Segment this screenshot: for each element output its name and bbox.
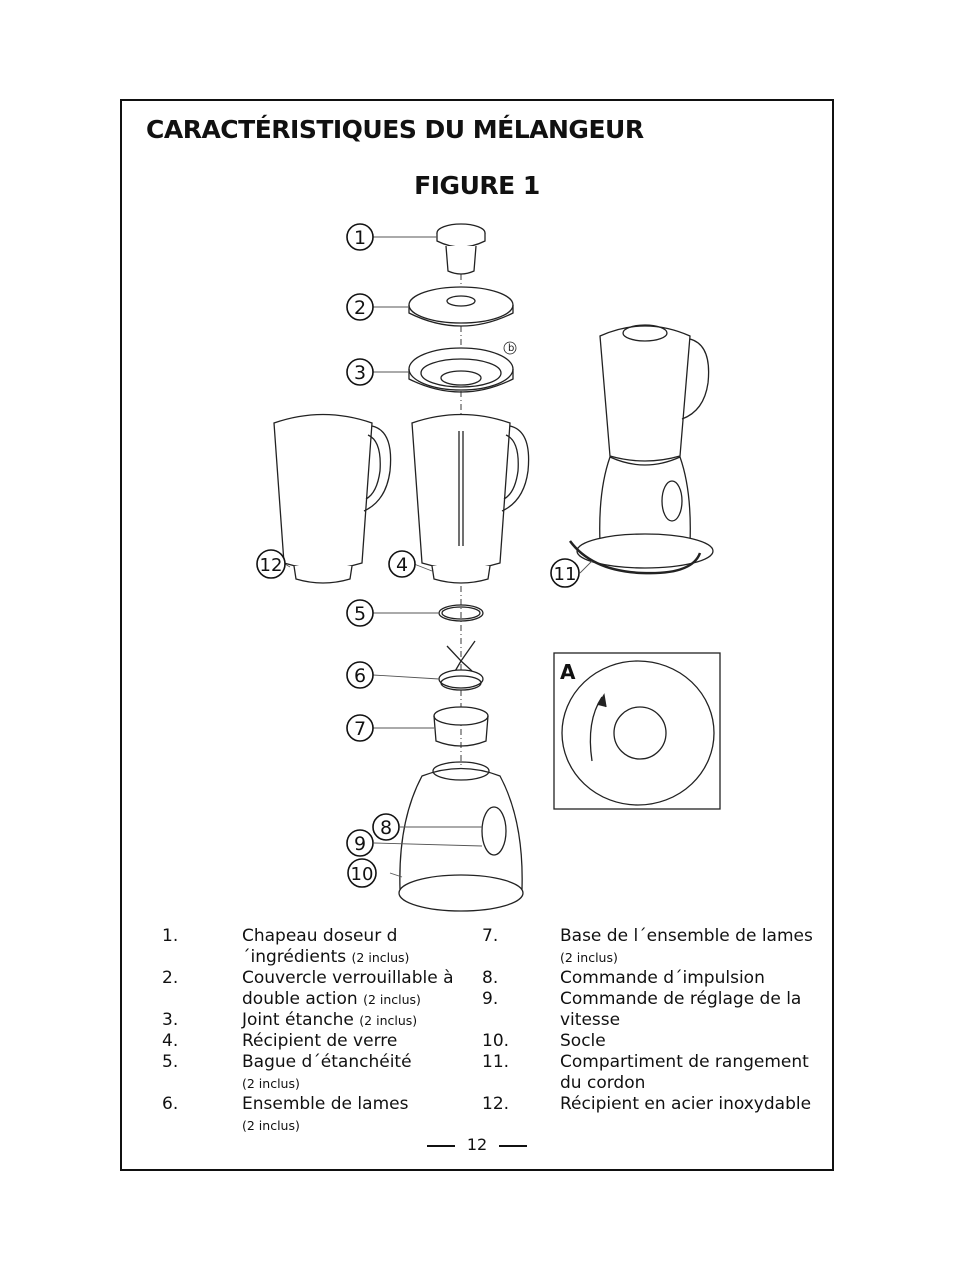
svg-text:5: 5	[354, 603, 366, 625]
callout-3: 3	[346, 358, 374, 386]
svg-text:4: 4	[396, 554, 408, 576]
inset-label: A	[560, 660, 576, 684]
callout-1: 1	[346, 223, 374, 251]
callout-12: 12	[256, 549, 286, 579]
label-b: b	[508, 343, 514, 354]
legend-item: 10.Socle	[482, 1031, 606, 1051]
callout-11: 11	[550, 558, 580, 588]
svg-text:12: 12	[260, 555, 283, 576]
legend-item: 2.Couvercle verrouillable à double actio…	[162, 968, 454, 1009]
legend-item: 12.Récipient en acier inoxydable	[482, 1094, 812, 1114]
motor-base	[398, 761, 524, 912]
blender-exploded-diagram: b	[256, 223, 721, 912]
legend-right: 7.Base de l´ensemble de lames (2 inclus)…	[460, 926, 820, 1115]
svg-text:1: 1	[354, 227, 366, 249]
assembled-blender	[568, 324, 714, 575]
measuring-cap	[436, 223, 486, 275]
legend-item: 6.Ensemble de lames(2 inclus)	[162, 1094, 409, 1133]
svg-text:7: 7	[354, 718, 366, 740]
callout-10: 10	[347, 858, 377, 888]
callout-4: 4	[388, 550, 416, 578]
svg-text:9: 9	[354, 833, 366, 855]
legend-item: 1.Chapeau doseur d´ingrédients (2 inclus…	[162, 926, 410, 967]
svg-text:3: 3	[354, 362, 366, 384]
page-number: 12	[122, 1135, 832, 1154]
page-title: CARACTÉRISTIQUES DU MÉLANGEUR	[146, 115, 644, 144]
callouts: 1 2 3 4 5 6 7 8 9 10 11 12	[256, 223, 580, 888]
legend-item: 3.Joint étanche (2 inclus)	[162, 1010, 418, 1030]
blade-assembly	[438, 640, 484, 691]
seal	[408, 347, 514, 393]
lid	[408, 286, 514, 327]
glass-jug	[411, 413, 530, 584]
leader-lines	[284, 236, 593, 878]
svg-text:11: 11	[554, 564, 577, 585]
callout-5: 5	[346, 599, 374, 627]
blade-base	[433, 706, 489, 747]
callout-8: 8	[372, 813, 400, 841]
legend-item: 4.Récipient de verre	[162, 1031, 398, 1051]
legend-item: 9.Commande de réglage de la vitesse	[482, 989, 802, 1030]
legend-item: 5.Bague d´étanchéité(2 inclus)	[162, 1052, 412, 1091]
svg-text:2: 2	[354, 297, 366, 319]
svg-text:10: 10	[351, 864, 374, 885]
callout-2: 2	[346, 293, 374, 321]
steel-jug	[273, 413, 392, 584]
callout-9: 9	[346, 829, 374, 857]
page-frame: CARACTÉRISTIQUES DU MÉLANGEUR FIGURE 1 b	[120, 99, 834, 1171]
callout-7: 7	[346, 714, 374, 742]
legend-left: 1.Chapeau doseur d´ingrédients (2 inclus…	[142, 926, 482, 1136]
legend-item: 11.Compartiment de rangement du cordon	[482, 1052, 809, 1093]
figure-title: FIGURE 1	[414, 171, 540, 200]
svg-text:8: 8	[380, 817, 392, 839]
inset-a: A	[553, 652, 721, 810]
legend-item: 7.Base de l´ensemble de lames (2 inclus)	[482, 926, 813, 965]
callout-6: 6	[346, 661, 374, 689]
svg-text:6: 6	[354, 665, 366, 687]
legend-item: 8.Commande d´impulsion	[482, 968, 765, 988]
